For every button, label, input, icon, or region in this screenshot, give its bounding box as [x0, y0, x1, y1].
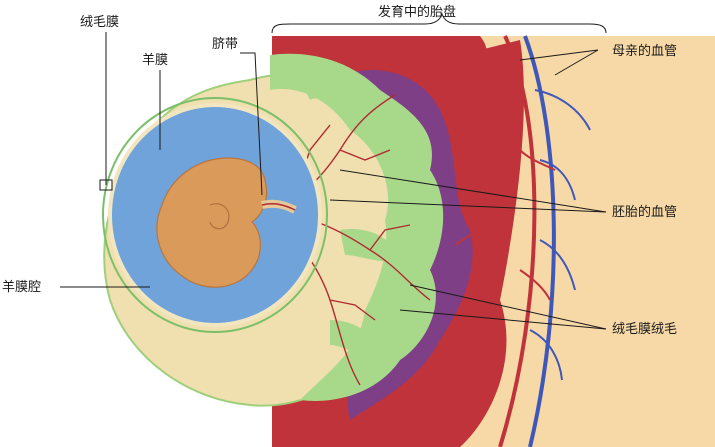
label-fetal-vessels: 胚胎的血管 — [612, 204, 677, 220]
label-amnion: 羊膜 — [142, 52, 168, 68]
label-chorion: 绒毛膜 — [80, 15, 119, 30]
maternal-vessel-branches — [454, 89, 591, 381]
label-amniotic-cavity: 羊膜腔 — [2, 279, 41, 295]
label-maternal-vessels: 母亲的血管 — [612, 43, 677, 59]
label-chorionic-villi: 绒毛膜绒毛 — [612, 322, 677, 337]
embryo-detail — [209, 203, 230, 230]
amnion-membrane — [102, 97, 328, 333]
label-developing-placenta: 发育中的胎盘 — [378, 4, 456, 20]
label-umbilical-cord: 脐带 — [212, 37, 238, 52]
maternal-artery — [498, 35, 537, 447]
chorionic-villi — [270, 53, 444, 401]
leader-lines — [60, 32, 607, 330]
maternal-vein — [523, 35, 556, 447]
placenta-bracket — [271, 12, 607, 34]
embryo — [156, 157, 268, 288]
